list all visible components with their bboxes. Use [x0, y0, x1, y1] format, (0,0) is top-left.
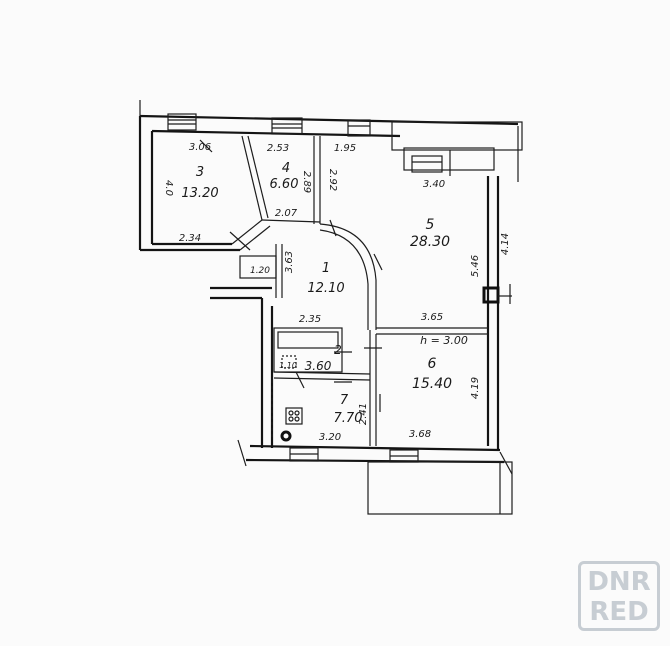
- room-7-number: 7: [340, 393, 349, 408]
- dim-3-65: 3.65: [421, 312, 443, 323]
- dim-1-10: 1.10: [279, 361, 297, 370]
- room-2-area: 3.60: [305, 359, 332, 373]
- room-7-area: 7.70: [334, 411, 363, 426]
- watermark-logo: DNR RED: [578, 561, 660, 631]
- room-1-area: 12.10: [307, 281, 344, 296]
- dim-1-20: 1.20: [250, 266, 270, 276]
- dim-2-41: 2.41: [358, 403, 369, 425]
- dim-3-40: 3.40: [423, 179, 445, 190]
- watermark-line-2: RED: [589, 597, 649, 627]
- dim-2-35: 2.35: [299, 314, 321, 325]
- dim-2-34: 2.34: [179, 233, 201, 244]
- dim-3-06: 3.06: [189, 142, 211, 153]
- dim-4-0: 4.0: [163, 180, 174, 196]
- dim-4-14: 4.14: [500, 233, 511, 255]
- dim-3-63: 3.63: [284, 251, 295, 273]
- bottom-windows: [289, 447, 419, 463]
- room-labels: 3 13.20 4 6.60 5 28.30 1 12.10 2 3.60 7 …: [181, 161, 452, 426]
- top-windows: [167, 113, 443, 173]
- dim-2-92: 2.92: [327, 169, 338, 191]
- interior-walls: [199, 135, 488, 446]
- watermark-line-1: DNR: [587, 567, 651, 597]
- dim-2-89: 2.89: [301, 171, 312, 193]
- dim-1-95: 1.95: [334, 143, 356, 154]
- dim-3-68: 3.68: [409, 429, 431, 440]
- dim-2-07: 2.07: [275, 208, 298, 219]
- room-6-area: 15.40: [412, 376, 452, 392]
- outer-walls: [138, 100, 523, 515]
- dimension-labels: 3.06 2.53 1.95 3.40 4.0 2.89 2.92 2.07 2…: [163, 142, 511, 443]
- room-3-area: 13.20: [181, 186, 218, 201]
- room-4-area: 6.60: [270, 177, 299, 192]
- room-4-number: 4: [282, 161, 290, 176]
- room-5-area: 28.30: [410, 234, 450, 250]
- room-6-number: 6: [428, 356, 437, 372]
- room-2-number: 2: [334, 343, 342, 357]
- dim-4-19: 4.19: [470, 377, 481, 399]
- dim-3-20: 3.20: [319, 432, 341, 443]
- room-5-number: 5: [426, 217, 435, 233]
- dim-5-46: 5.46: [470, 255, 481, 277]
- room-1-number: 1: [322, 261, 330, 276]
- room-3-number: 3: [196, 165, 204, 180]
- ceiling-height: h = 3.00: [420, 334, 468, 347]
- dim-2-53: 2.53: [267, 143, 289, 154]
